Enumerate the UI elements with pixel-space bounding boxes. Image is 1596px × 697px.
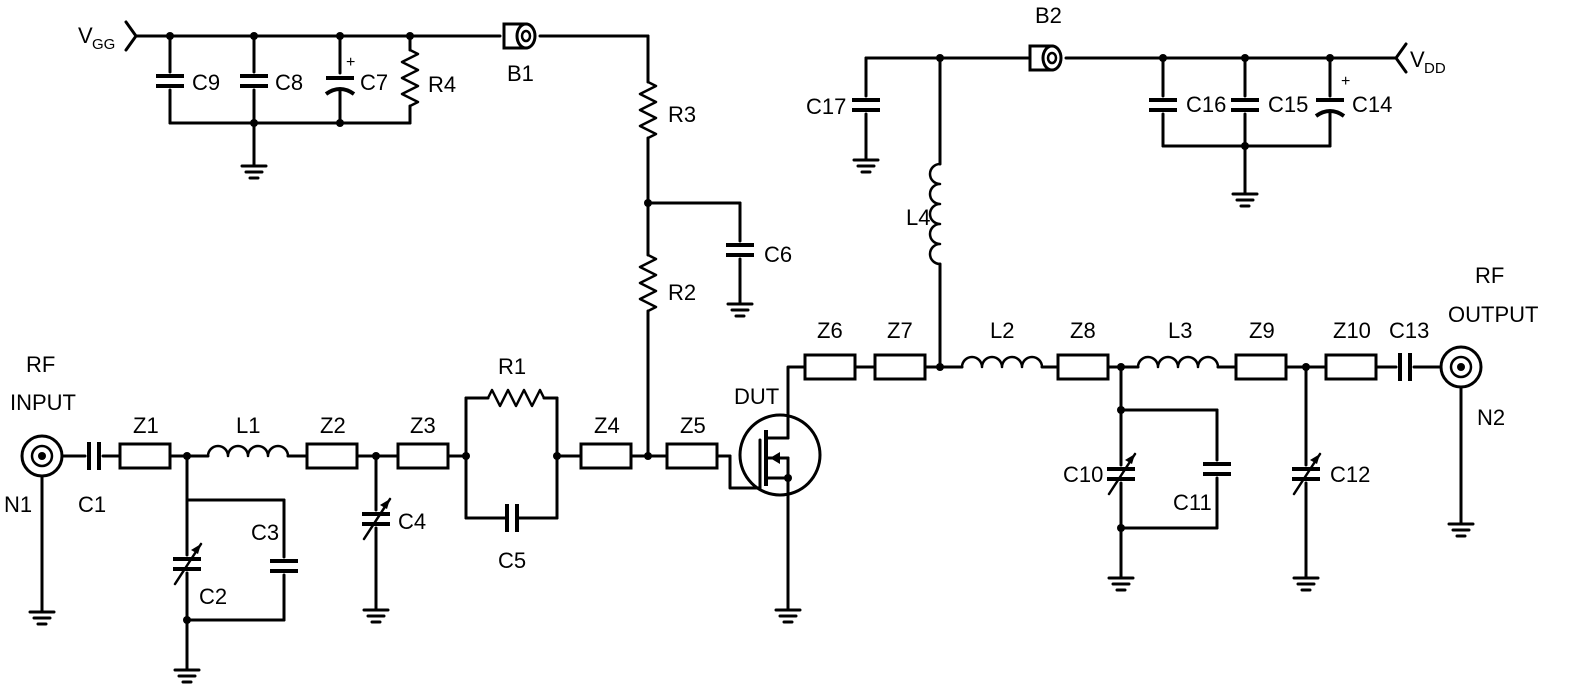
l2-label: L2 bbox=[990, 318, 1014, 343]
r2-label: R2 bbox=[668, 280, 696, 305]
c2-label: C2 bbox=[199, 584, 227, 609]
r3-label: R3 bbox=[668, 102, 696, 127]
l3-label: L3 bbox=[1168, 318, 1192, 343]
c15-label: C15 bbox=[1268, 92, 1308, 117]
c17-label: C17 bbox=[806, 94, 846, 119]
l4-label: L4 bbox=[906, 205, 930, 230]
b2-label: B2 bbox=[1035, 3, 1062, 28]
c9-label: C9 bbox=[192, 70, 220, 95]
z3-label: Z3 bbox=[410, 413, 436, 438]
z2-label: Z2 bbox=[320, 413, 346, 438]
c5-label: C5 bbox=[498, 548, 526, 573]
vgg-subscript: GG bbox=[92, 36, 115, 53]
z7-label: Z7 bbox=[887, 318, 913, 343]
output-network bbox=[803, 345, 1483, 592]
l1-label: L1 bbox=[236, 413, 260, 438]
c10-label: C10 bbox=[1063, 462, 1103, 487]
z4-label: Z4 bbox=[594, 413, 620, 438]
vgg-bias-network bbox=[124, 20, 756, 458]
vdd-subscript: DD bbox=[1424, 60, 1446, 77]
dut-label: DUT bbox=[734, 384, 779, 409]
c7-label: C7 bbox=[360, 70, 388, 95]
c7-plus: + bbox=[346, 54, 355, 71]
rf-output-label-1: RF bbox=[1475, 263, 1504, 288]
c12-label: C12 bbox=[1330, 462, 1370, 487]
z6-label: Z6 bbox=[817, 318, 843, 343]
c14-label: C14 bbox=[1352, 92, 1392, 117]
c16-label: C16 bbox=[1186, 92, 1226, 117]
vdd-bias-network bbox=[850, 42, 1408, 369]
rf-input-label-1: RF bbox=[26, 352, 55, 377]
c3-label: C3 bbox=[251, 520, 279, 545]
n1-label: N1 bbox=[4, 492, 32, 517]
c4-label: C4 bbox=[398, 509, 426, 534]
c1-label: C1 bbox=[78, 492, 106, 517]
vgg-label: V bbox=[78, 23, 93, 48]
c11-label: C11 bbox=[1173, 490, 1212, 515]
r4-label: R4 bbox=[428, 72, 456, 97]
input-network bbox=[20, 388, 732, 684]
rf-output-label-2: OUTPUT bbox=[1448, 302, 1538, 327]
rf-input-label-2: INPUT bbox=[10, 390, 76, 415]
component-labels: V GG V DD B1 B2 C9 C8 C7 + R4 R3 C6 R2 C… bbox=[4, 3, 1538, 609]
z10-label: Z10 bbox=[1333, 318, 1371, 343]
dut-transistor bbox=[728, 365, 822, 624]
c8-label: C8 bbox=[275, 70, 303, 95]
n2-label: N2 bbox=[1477, 405, 1505, 430]
z8-label: Z8 bbox=[1070, 318, 1096, 343]
c14-plus: + bbox=[1341, 73, 1350, 90]
z1-label: Z1 bbox=[133, 413, 159, 438]
z9-label: Z9 bbox=[1249, 318, 1275, 343]
z5-label: Z5 bbox=[680, 413, 706, 438]
vdd-label: V bbox=[1410, 47, 1425, 72]
b1-label: B1 bbox=[507, 61, 534, 86]
c6-label: C6 bbox=[764, 242, 792, 267]
r1-label: R1 bbox=[498, 354, 526, 379]
c13-label: C13 bbox=[1389, 318, 1429, 343]
